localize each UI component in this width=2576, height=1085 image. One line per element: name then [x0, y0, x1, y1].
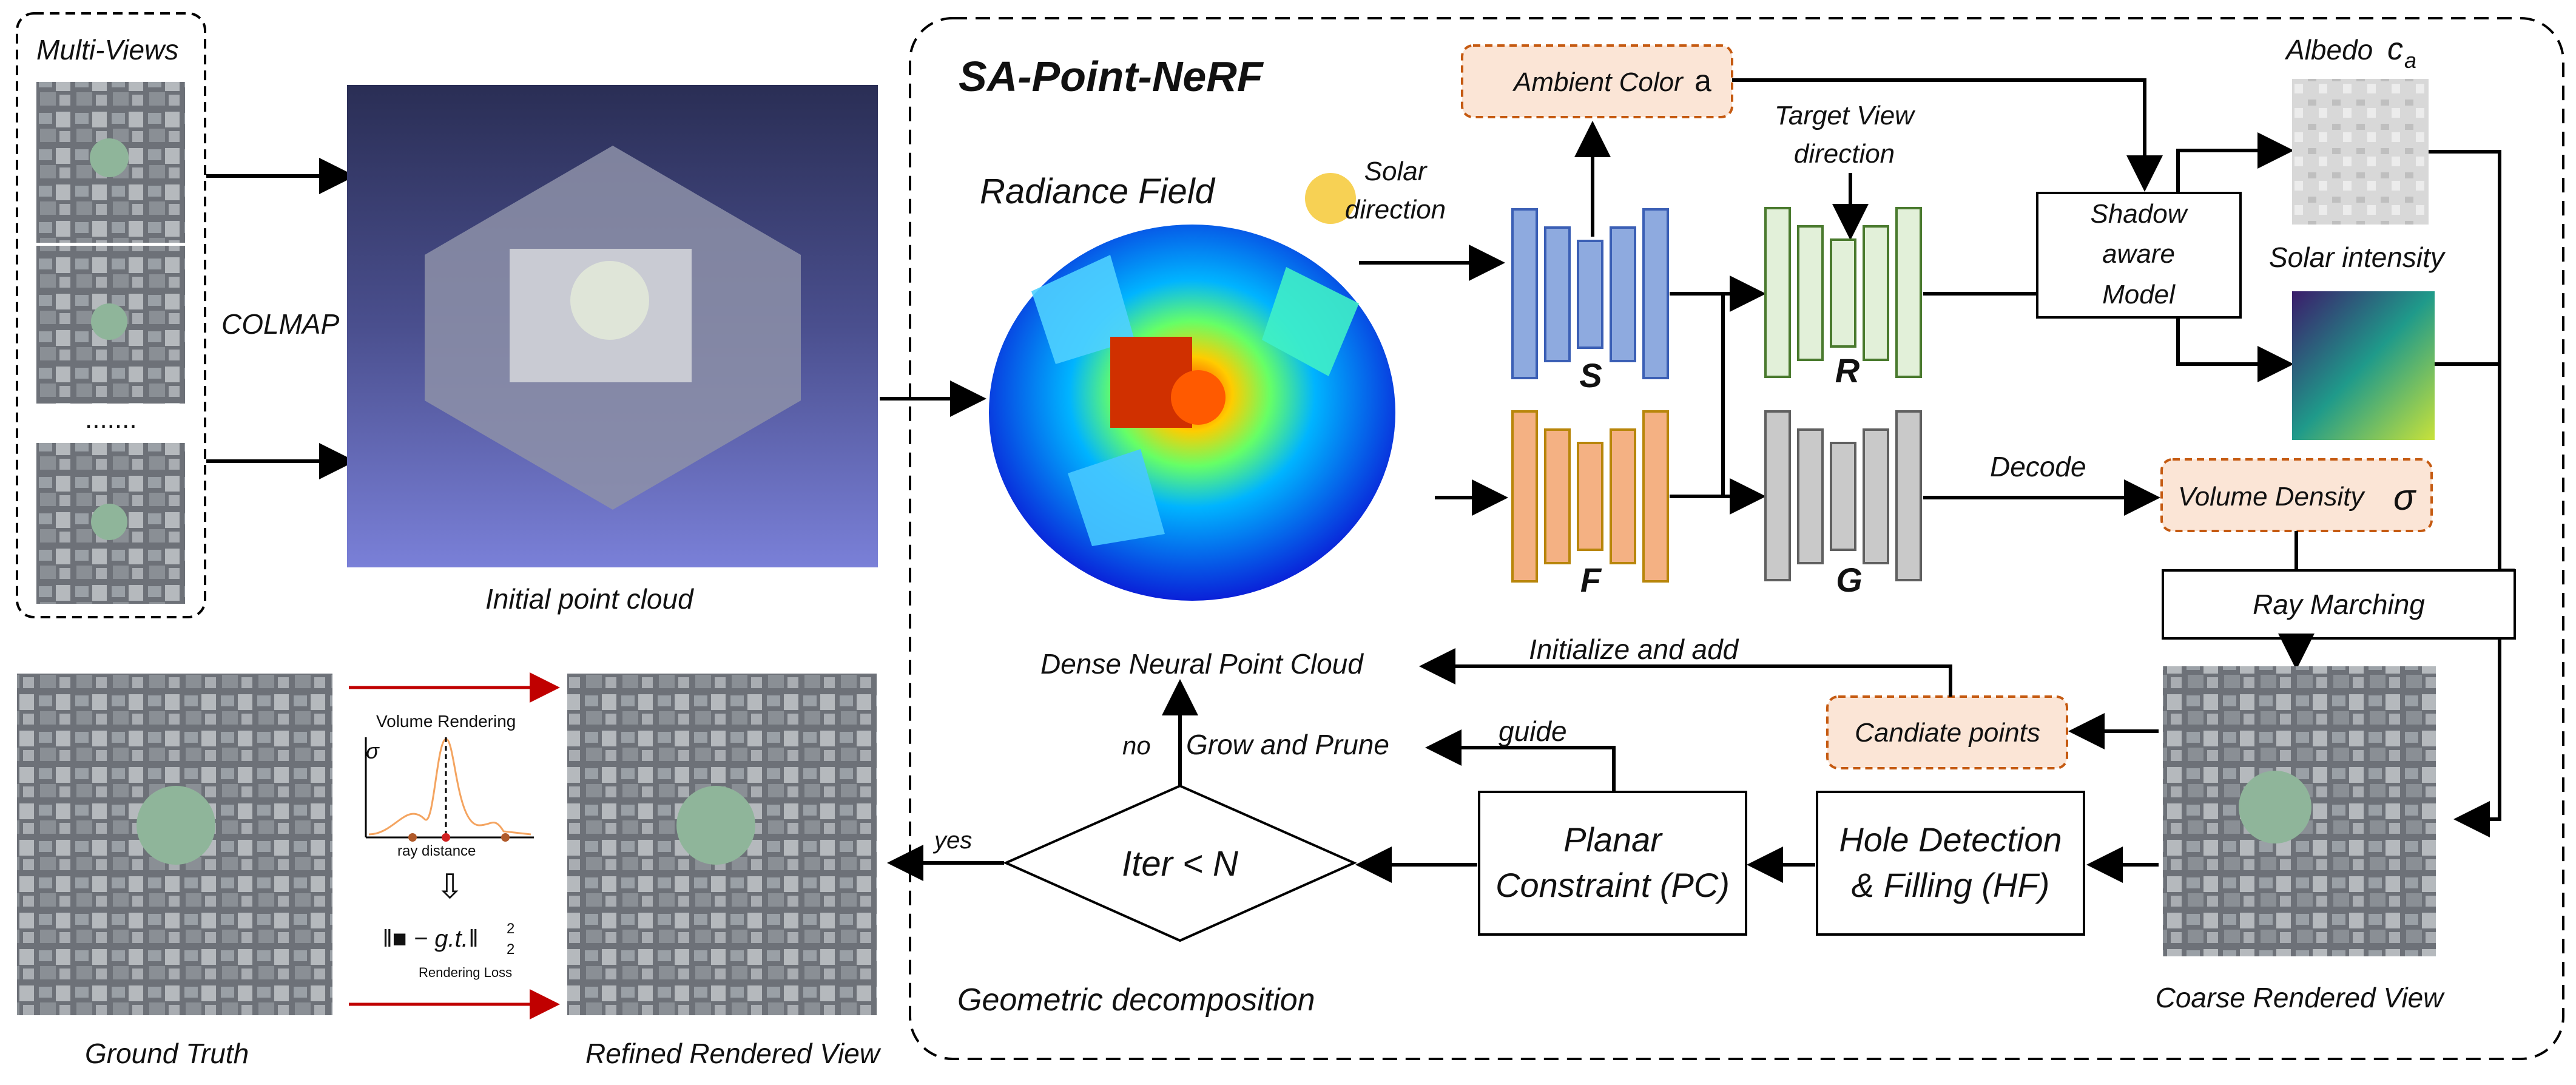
volume-density-symbol: σ — [2393, 477, 2417, 518]
network-s-label: S — [1579, 356, 1602, 394]
arrow-albedo-to-coarse — [2429, 150, 2501, 837]
hole-detection-box — [1816, 791, 2085, 936]
network-g — [1764, 410, 1922, 581]
radiance-field-label: Radiance Field — [980, 172, 1216, 211]
no-label: no — [1122, 731, 1151, 760]
ray-marching-box — [2162, 569, 2516, 640]
sun-icon — [1305, 173, 1356, 224]
iter-label: Iter < N — [1122, 844, 1238, 884]
ambient-color-label: Ambient Color — [1512, 67, 1684, 97]
vr-sample-1 — [408, 833, 417, 842]
iter-decision-diamond — [1003, 784, 1357, 942]
vr-loss-sup: 2 — [507, 921, 514, 937]
vr-title: Volume Rendering — [376, 712, 516, 731]
vr-xlabel: ray distance — [397, 843, 476, 859]
planar-constraint-box — [1478, 791, 1747, 936]
hole-detection-line1: Hole Detection — [1839, 820, 2062, 859]
arrow-shadow-to-albedo — [2176, 132, 2294, 193]
shadow-model-line2: aware — [2102, 239, 2175, 269]
ray-marching-label: Ray Marching — [2253, 589, 2425, 620]
multi-view-2-dome — [91, 303, 127, 340]
coarse-label: Coarse Rendered View — [2156, 982, 2446, 1013]
diagram-title: SA-Point-NeRF — [959, 53, 1264, 100]
multi-view-1-dome — [90, 138, 129, 177]
ambient-color-box — [1461, 44, 1733, 118]
vr-loss-label: Rendering Loss — [419, 965, 512, 980]
solar-intensity-label: Solar intensity — [2269, 242, 2446, 273]
refined-dome — [676, 786, 755, 865]
target-view-line1: Target View — [1775, 101, 1916, 130]
albedo-label: Albedo — [2284, 34, 2373, 66]
network-r-label: R — [1835, 351, 1860, 390]
yes-label: yes — [932, 827, 972, 854]
target-view-line2: direction — [1794, 139, 1895, 169]
network-r — [1764, 207, 1922, 378]
arrow-planar-to-grow — [1425, 729, 1616, 792]
ambient-color-symbol: a — [1694, 64, 1711, 98]
albedo-subscript: a — [2404, 48, 2416, 73]
guide-label: guide — [1499, 715, 1567, 747]
candidate-points-label: Candiate points — [1855, 718, 2040, 748]
volume-density-label: Volume Density — [2178, 482, 2365, 512]
vr-sample-3 — [501, 833, 510, 842]
network-f-label: F — [1580, 561, 1602, 599]
heatmap-building-a — [1031, 255, 1135, 364]
network-f — [1511, 410, 1669, 583]
vr-loss-expr: ‖■ − g.t.‖ — [382, 925, 478, 952]
multi-views-frame — [16, 12, 206, 618]
solar-intensity-image — [2292, 291, 2435, 440]
initial-point-cloud-label: Initial point cloud — [485, 583, 694, 615]
planar-constraint-line1: Planar — [1563, 820, 1663, 859]
arrow-ambient-to-shadow — [1732, 78, 2163, 192]
shadow-model-line1: Shadow — [2090, 199, 2188, 229]
arrow-candidate-to-cloud — [1419, 648, 1952, 697]
dense-cloud-label: Dense Neural Point Cloud — [1040, 648, 1364, 680]
vr-implies-arrow: ⇩ — [436, 867, 464, 905]
solar-direction-line2: direction — [1345, 195, 1446, 225]
initialize-add-label: Initialize and add — [1529, 634, 1739, 665]
multi-view-3-dome — [91, 504, 127, 540]
hole-detection-line2: & Filling (HF) — [1852, 866, 2050, 904]
heatmap-hot-dome — [1171, 370, 1226, 425]
sa-point-nerf-frame — [909, 17, 2564, 1060]
vr-sigma: σ — [366, 739, 380, 763]
grow-prune-label: Grow and Prune — [1186, 729, 1389, 760]
ground-truth-label: Ground Truth — [85, 1038, 249, 1069]
heatmap-building-c — [1068, 449, 1165, 546]
network-s — [1511, 208, 1669, 379]
solar-direction-line1: Solar — [1364, 157, 1428, 186]
shadow-model-line3: Model — [2102, 280, 2176, 309]
planar-constraint-line2: Constraint (PC) — [1495, 866, 1730, 904]
point-cloud-dome — [570, 261, 649, 340]
candidate-points-box — [1826, 695, 2068, 769]
shadow-aware-model-box — [2036, 192, 2242, 319]
arrow-shadow-to-solar — [2176, 317, 2294, 382]
coarse-dome — [2239, 771, 2311, 843]
albedo-image — [2292, 79, 2429, 225]
multi-views-ellipsis: ....... — [85, 404, 137, 434]
network-g-label: G — [1836, 561, 1863, 599]
albedo-symbol: c — [2387, 32, 2403, 67]
multi-views-label: Multi-Views — [36, 34, 178, 66]
ground-truth-dome — [137, 786, 215, 865]
vr-loss-sub: 2 — [507, 941, 514, 958]
geometric-decomposition-label: Geometric decomposition — [957, 982, 1315, 1018]
colmap-label: COLMAP — [221, 308, 340, 340]
refined-label: Refined Rendered View — [585, 1038, 882, 1069]
heatmap-building-b — [1262, 267, 1359, 376]
vr-density-curve — [368, 738, 531, 836]
vr-sample-2 — [442, 833, 450, 842]
decode-label: Decode — [1990, 451, 2086, 482]
